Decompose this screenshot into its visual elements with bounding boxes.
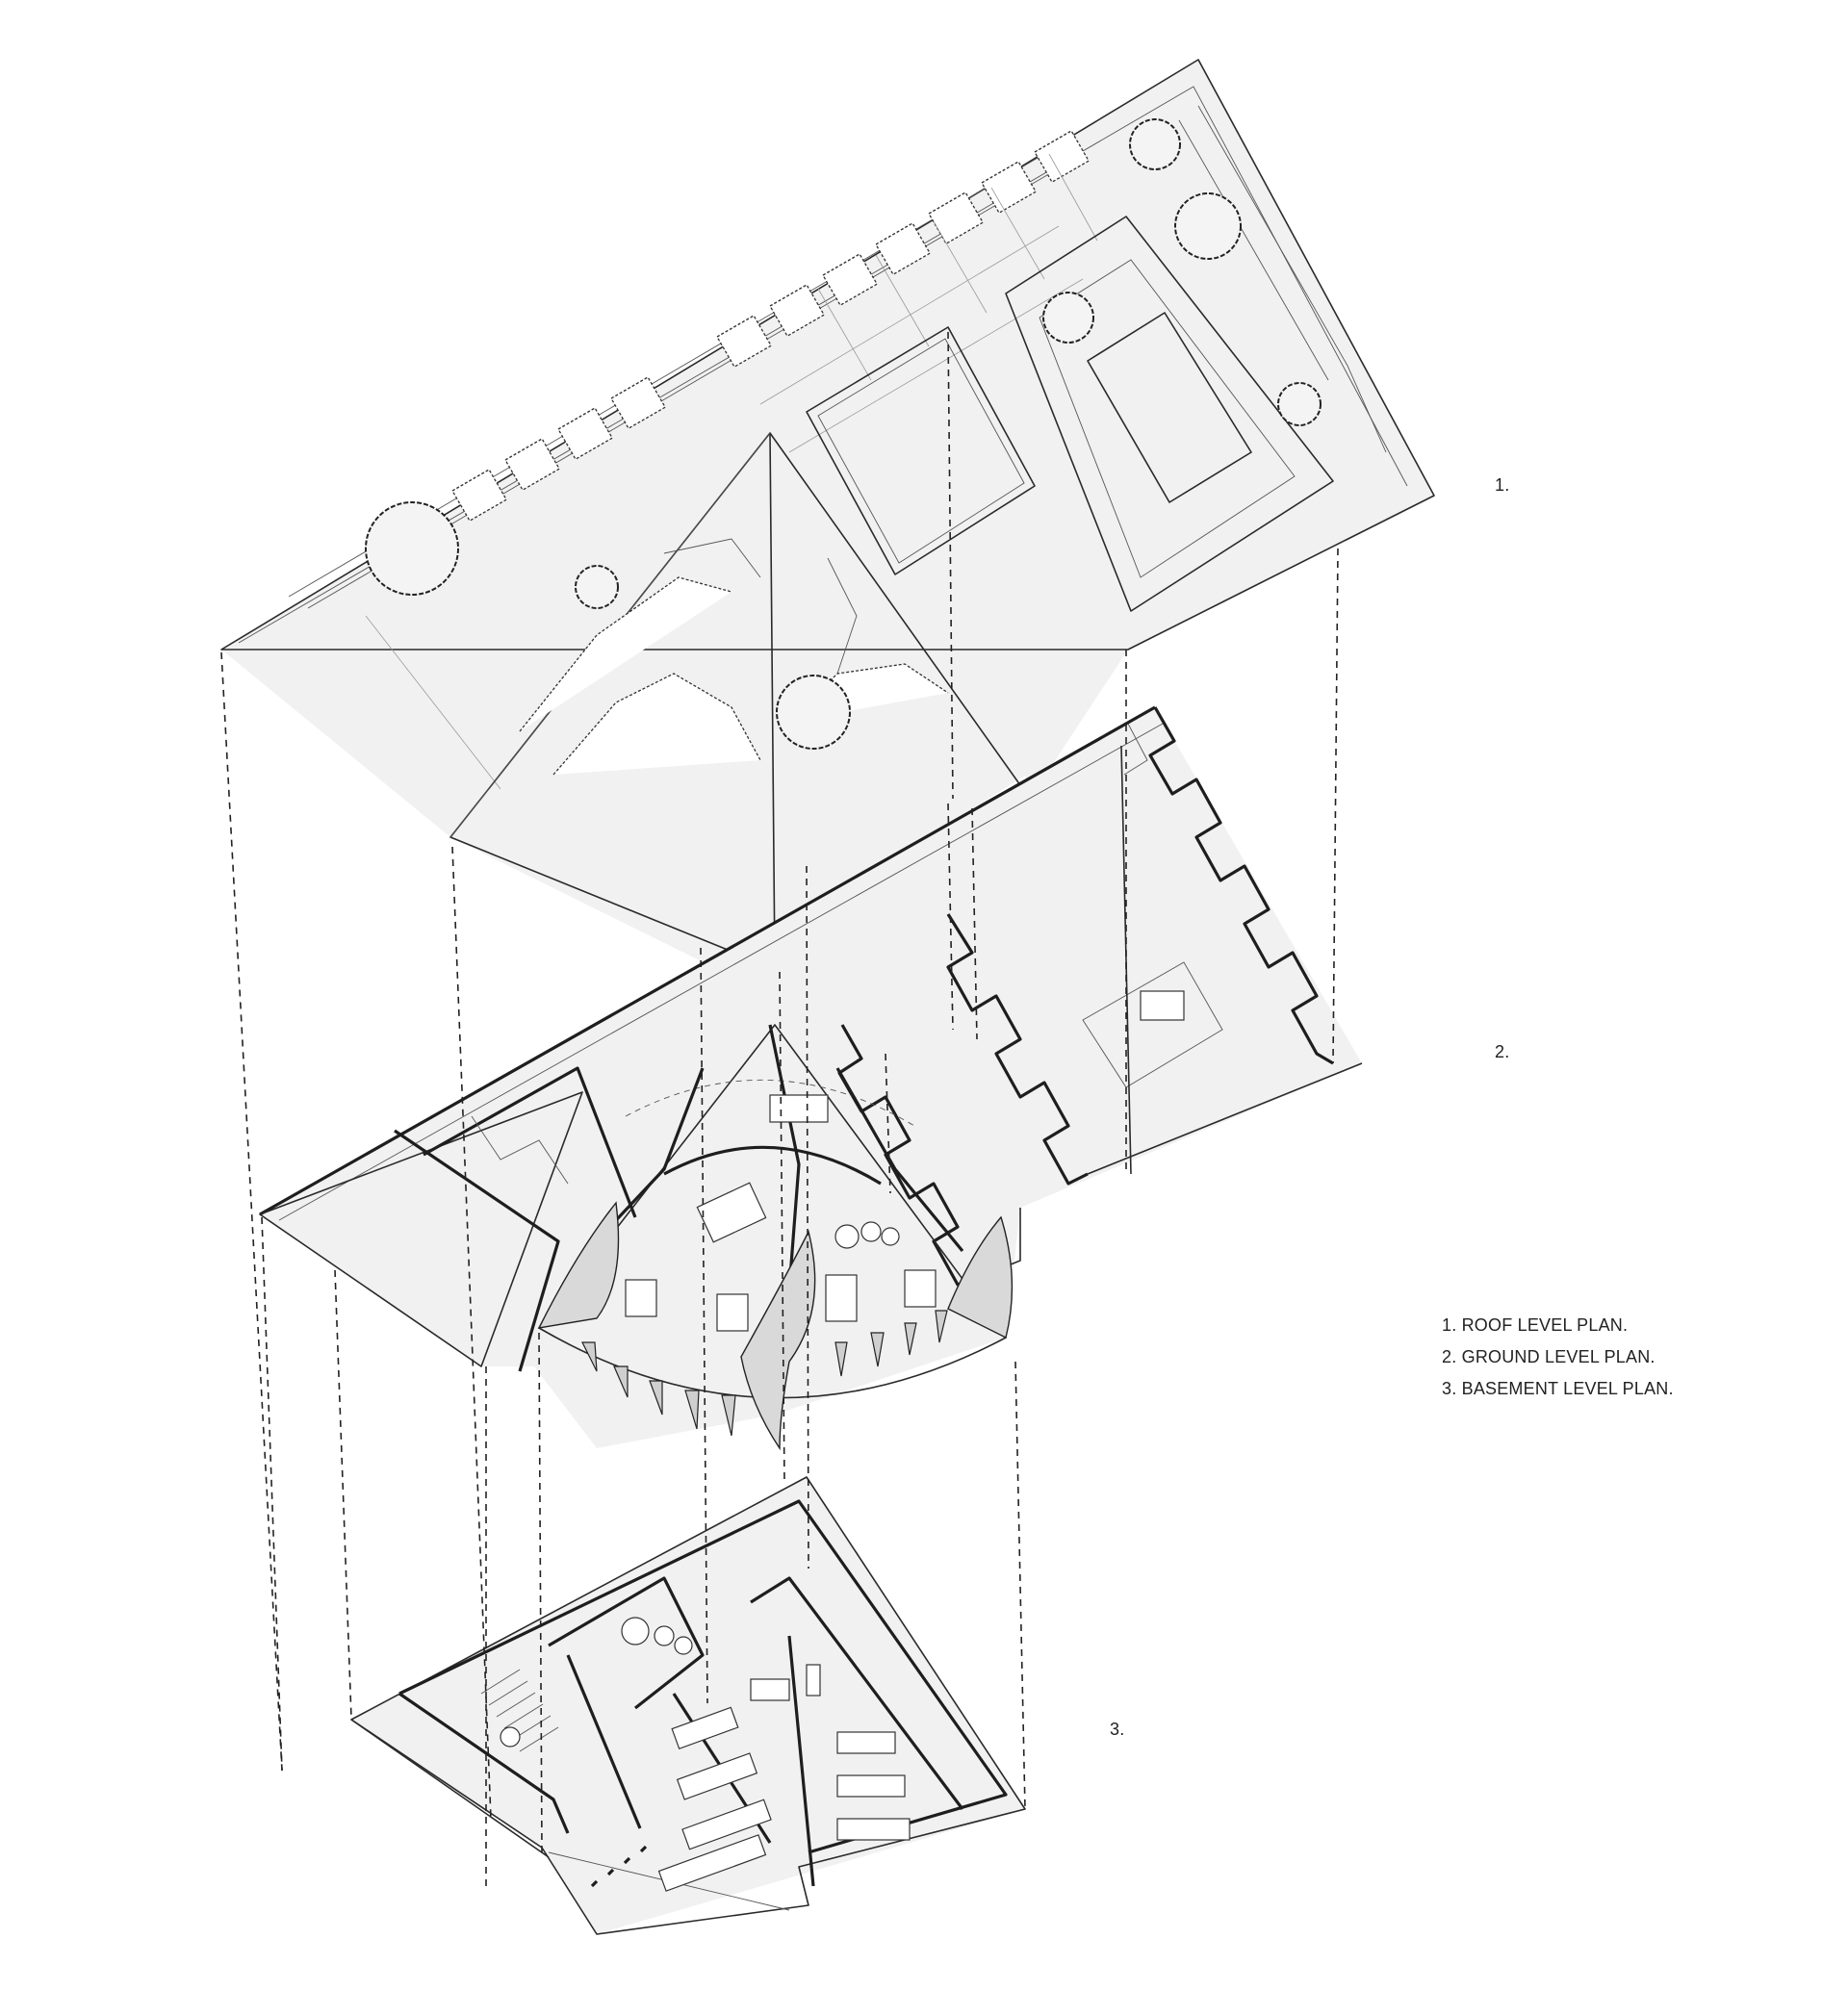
tree-icon [1042,292,1094,344]
ground-level-plan [259,705,1363,1451]
legend-ground: 2. GROUND LEVEL PLAN. [1442,1347,1656,1366]
tree-icon [365,501,459,596]
level-3-label: 3. [1110,1720,1125,1739]
tree-icon [575,565,619,609]
central-pool [1087,312,1252,503]
tree-icon [1277,382,1322,426]
roof-level-plan [220,59,1435,970]
roof-outline [220,59,1435,651]
piano [696,1182,767,1243]
desk-rows [657,1678,911,1892]
tree-icon [1174,192,1242,260]
level-1-label: 1. [1495,475,1510,495]
projection-lines [220,331,1339,1886]
legend-basement: 3. BASEMENT LEVEL PLAN. [1442,1379,1674,1398]
ground-outer-wall [259,705,1156,1216]
roof-lightwell [806,326,1036,575]
basement-outline [350,1476,1026,1935]
tree-icon [1129,118,1181,170]
fan-wing [740,1229,816,1451]
legend: 1. ROOF LEVEL PLAN. 2. GROUND LEVEL PLAN… [1442,1315,1827,1411]
fan-wing [947,1215,1014,1339]
stair-hall [259,1091,583,1367]
basement-level-plan [350,1476,1026,1935]
level-2-label: 2. [1495,1042,1510,1061]
buttressed-wall [1148,706,1334,1065]
tree-icon [776,675,851,750]
planter-row [451,130,1090,523]
roof-courtyard [1005,216,1334,612]
legend-roof: 1. ROOF LEVEL PLAN. [1442,1315,1629,1335]
fan-wing [537,1201,620,1329]
paving-grid [365,153,1098,790]
